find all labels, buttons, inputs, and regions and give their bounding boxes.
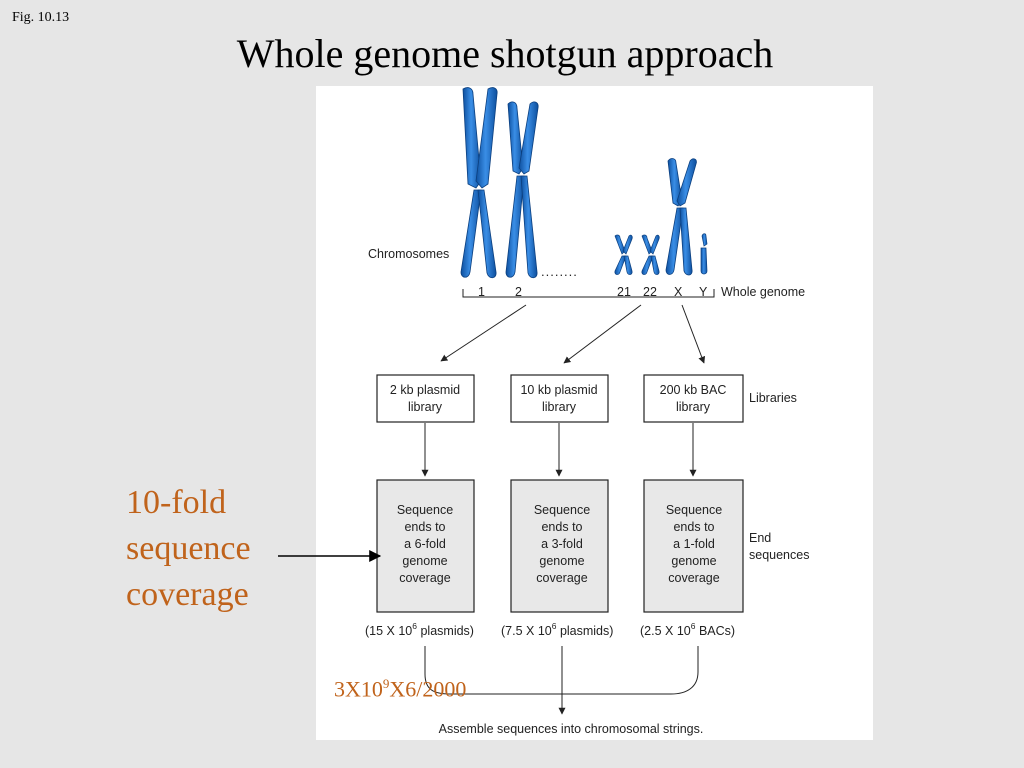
coverage-line-3: coverage: [126, 576, 249, 613]
sequence-3fold-line3: a 3-fold: [541, 537, 583, 551]
sequences-label: sequences: [749, 548, 809, 562]
sequence-3fold-line1: Sequence: [534, 503, 590, 517]
chromosome-x-icon: [665, 158, 697, 276]
chromosome-number-x: X: [674, 285, 683, 299]
chromosome-2-icon: [505, 101, 539, 279]
calc-part-1: 3X10: [334, 676, 383, 702]
sequence-3fold-line2: ends to: [541, 520, 582, 534]
library-to-sequence-arrows: [421, 423, 697, 477]
figure-panel: Chromosomes ........ 1 2 21 22 X Y Whole…: [316, 86, 873, 740]
chromosome-number-2: 2: [515, 285, 522, 299]
assembly-merge-lines: [424, 646, 699, 715]
chromosome-1-icon: [460, 87, 498, 279]
chromosome-22-icon: [641, 234, 660, 275]
sequence-1fold-line1: Sequence: [666, 503, 722, 517]
sequence-6fold-line4: genome: [402, 554, 447, 568]
sequence-6fold-line1: Sequence: [397, 503, 453, 517]
chromosome-y-icon: [700, 233, 708, 275]
library-200kb-line1: 200 kb BAC: [660, 383, 727, 397]
chromosome-number-1: 1: [478, 285, 485, 299]
count-plasmids-15: (15 X 106 plasmids): [365, 621, 474, 638]
count-bacs-2-5: (2.5 X 106 BACs): [640, 621, 735, 638]
figure-number: Fig. 10.13: [12, 10, 70, 25]
sequence-1fold-line4: genome: [671, 554, 716, 568]
library-2kb-line1: 2 kb plasmid: [390, 383, 460, 397]
sequence-3fold-line4: genome: [539, 554, 584, 568]
ellipsis-dots: ........: [541, 264, 578, 279]
library-10kb-line1: 10 kb plasmid: [520, 383, 597, 397]
chromosome-number-21: 21: [617, 285, 631, 299]
library-200kb-line2: library: [676, 400, 711, 414]
chromosomes-label: Chromosomes: [368, 247, 449, 261]
sequence-6fold-line3: a 6-fold: [404, 537, 446, 551]
assemble-label: Assemble sequences into chromosomal stri…: [439, 722, 704, 736]
genome-to-library-arrows: [440, 304, 706, 364]
whole-genome-bracket: [462, 289, 715, 298]
sequence-1fold-line3: a 1-fold: [673, 537, 715, 551]
shotgun-diagram: Chromosomes ........ 1 2 21 22 X Y Whole…: [365, 87, 809, 736]
calc-exponent: 9: [382, 676, 390, 691]
chromosome-21-icon: [614, 234, 633, 275]
end-label: End: [749, 531, 771, 545]
library-box-200kb: 200 kb BAC library: [643, 374, 744, 423]
sequence-box-3fold: Sequence ends to a 3-fold genome coverag…: [510, 479, 609, 613]
calc-part-2: X6/2000: [389, 676, 467, 702]
coverage-line-2: sequence: [126, 530, 251, 567]
libraries-label: Libraries: [749, 391, 797, 405]
calculation-note: 3X109X6/2000: [334, 676, 466, 702]
slide-title: Whole genome shotgun approach: [236, 31, 774, 76]
sequence-1fold-line5: coverage: [668, 571, 719, 585]
coverage-annotation: 10-fold sequence coverage: [126, 480, 251, 618]
library-2kb-line2: library: [408, 400, 443, 414]
sequence-6fold-line2: ends to: [404, 520, 445, 534]
library-box-2kb: 2 kb plasmid library: [376, 374, 475, 423]
sequence-box-6fold: Sequence ends to a 6-fold genome coverag…: [376, 479, 475, 613]
whole-genome-label: Whole genome: [721, 285, 805, 299]
sequence-box-1fold: Sequence ends to a 1-fold genome coverag…: [643, 479, 744, 613]
chromosome-number-y: Y: [699, 285, 708, 299]
library-box-10kb: 10 kb plasmid library: [510, 374, 609, 423]
library-10kb-line2: library: [542, 400, 577, 414]
sequence-6fold-line5: coverage: [399, 571, 450, 585]
count-plasmids-7-5: (7.5 X 106 plasmids): [501, 621, 613, 638]
sequence-1fold-line2: ends to: [673, 520, 714, 534]
chromosome-number-22: 22: [643, 285, 657, 299]
coverage-line-1: 10-fold: [126, 484, 227, 521]
sequence-3fold-line5: coverage: [536, 571, 587, 585]
